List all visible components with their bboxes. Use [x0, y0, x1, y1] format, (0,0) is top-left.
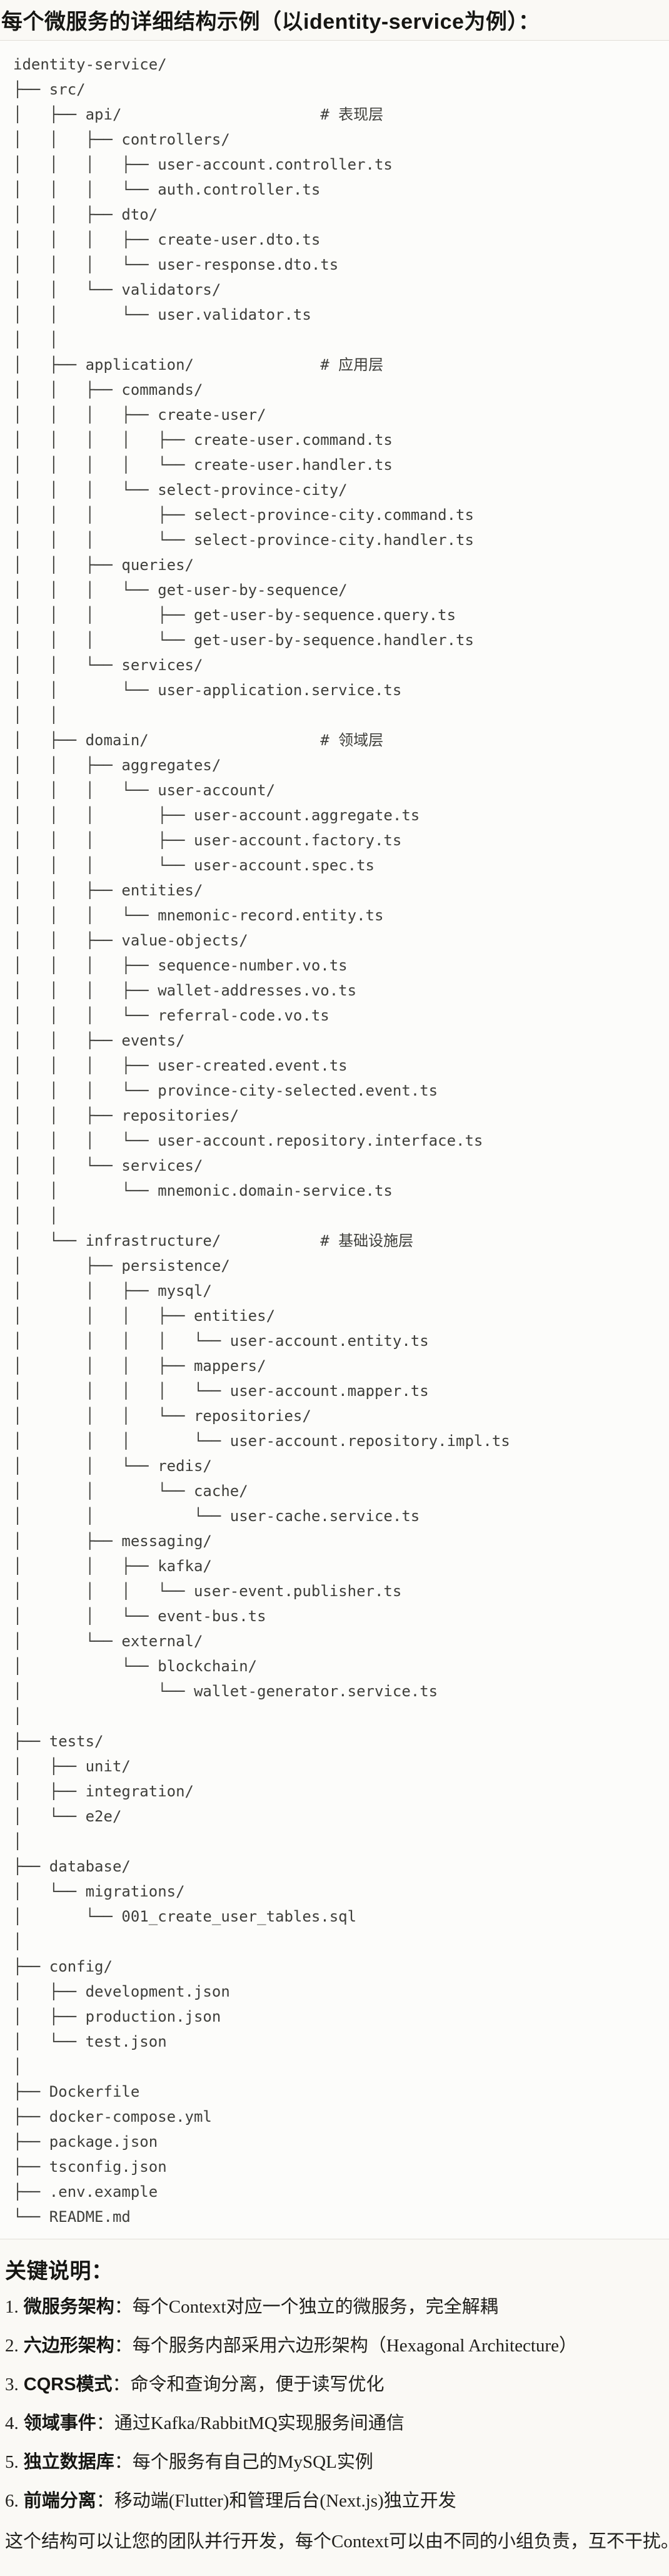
directory-tree: identity-service/ ├── src/ │ ├── api/ # …: [13, 56, 510, 2226]
key-notes-section: 关键说明： 1.微服务架构：每个Context对应一个独立的微服务，完全解耦 2…: [0, 2239, 669, 2553]
page-title: 每个微服务的详细结构示例（以identity-service为例）：: [1, 10, 540, 34]
note-number: 4.: [5, 2413, 19, 2433]
notes-list: 1.微服务架构：每个Context对应一个独立的微服务，完全解耦 2.六边形架构…: [4, 2286, 665, 2512]
note-label: CQRS模式: [23, 2375, 113, 2395]
note-number: 2.: [5, 2336, 19, 2356]
note-item: 4.领域事件：通过Kafka/RabbitMQ实现服务间通信: [5, 2412, 665, 2435]
note-text: ：每个服务有自己的MySQL实例: [114, 2452, 373, 2472]
note-text: ：通过Kafka/RabbitMQ实现服务间通信: [96, 2413, 405, 2433]
note-label: 领域事件: [23, 2413, 96, 2433]
note-number: 3.: [5, 2375, 19, 2395]
note-label: 独立数据库: [23, 2452, 114, 2472]
note-text: ：每个Context对应一个独立的微服务，完全解耦: [114, 2297, 498, 2317]
note-label: 前端分离: [23, 2491, 96, 2511]
directory-tree-code-block: identity-service/ ├── src/ │ ├── api/ # …: [0, 40, 669, 2239]
note-number: 1.: [5, 2297, 19, 2317]
note-number: 6.: [5, 2491, 19, 2511]
note-text: ：每个服务内部采用六边形架构（Hexagonal Architecture）: [114, 2336, 577, 2356]
note-text: ：移动端(Flutter)和管理后台(Next.js)独立开发: [96, 2491, 456, 2511]
note-item: 2.六边形架构：每个服务内部采用六边形架构（Hexagonal Architec…: [5, 2334, 665, 2357]
note-item: 1.微服务架构：每个Context对应一个独立的微服务，完全解耦: [5, 2296, 665, 2318]
note-number: 5.: [5, 2452, 19, 2472]
note-item: 3.CQRS模式：命令和查询分离，便于读写优化: [5, 2373, 665, 2396]
notes-title: 关键说明：: [5, 2259, 113, 2283]
note-label: 微服务架构: [23, 2297, 114, 2317]
note-item: 5.独立数据库：每个服务有自己的MySQL实例: [5, 2451, 665, 2473]
note-label: 六边形架构: [23, 2336, 114, 2356]
note-text: ：命令和查询分离，便于读写优化: [112, 2375, 385, 2395]
footer-paragraph: 这个结构可以让您的团队并行开发，每个Context可以由不同的小组负责，互不干扰…: [5, 2532, 669, 2552]
note-item: 6.前端分离：移动端(Flutter)和管理后台(Next.js)独立开发: [5, 2490, 665, 2512]
